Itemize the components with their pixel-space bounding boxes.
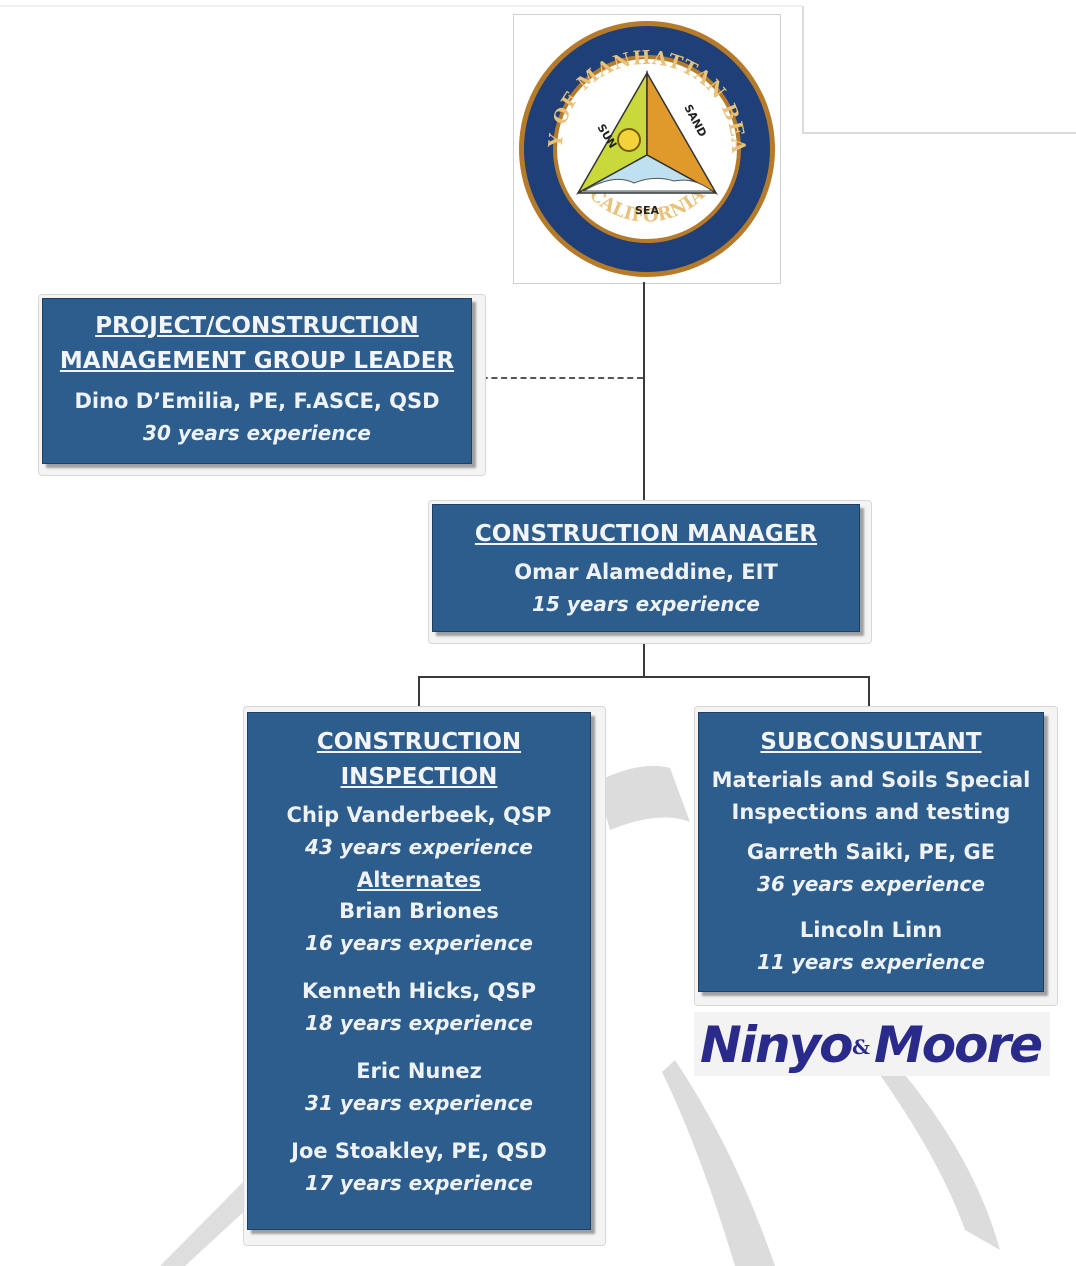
subconsultant-desc-line1: Materials and Soils Special <box>711 768 1031 792</box>
subconsultant-person-name: Lincoln Linn <box>799 918 943 942</box>
leader-title-line2: MANAGEMENT GROUP LEADER <box>59 348 455 374</box>
alternate-name: Joe Stoakley, PE, QSD <box>291 1139 547 1163</box>
alternates-label: Alternates <box>357 868 481 892</box>
svg-text:Ninyo: Ninyo <box>700 1016 852 1074</box>
construction-inspection-box: CONSTRUCTION INSPECTION Chip Vanderbeek,… <box>247 712 591 1230</box>
subconsultant-box: SUBCONSULTANT Materials and Soils Specia… <box>698 712 1044 992</box>
ninyo-moore-logo: Ninyo & Moore <box>694 1012 1050 1076</box>
connector-to-subconsultant <box>868 676 870 712</box>
leader-name: Dino D’Emilia, PE, F.ASCE, QSD <box>74 389 440 413</box>
leader-title-line1: PROJECT/CONSTRUCTION <box>95 313 419 339</box>
alternate-experience: 31 years experience <box>305 1091 533 1115</box>
subconsultant-desc-line2: Inspections and testing <box>731 800 1011 824</box>
group-leader-box: PROJECT/CONSTRUCTION MANAGEMENT GROUP LE… <box>42 298 472 464</box>
connector-seal-to-manager <box>643 282 645 504</box>
manager-experience: 15 years experience <box>532 592 760 616</box>
inspection-title-line1: CONSTRUCTION <box>316 729 522 755</box>
alternate-experience: 17 years experience <box>305 1171 533 1195</box>
manager-name: Omar Alameddine, EIT <box>514 560 778 584</box>
manager-title: CONSTRUCTION MANAGER <box>474 521 818 547</box>
alternate-experience: 18 years experience <box>305 1011 533 1035</box>
svg-text:Moore: Moore <box>874 1016 1041 1074</box>
alternate-name: Kenneth Hicks, QSP <box>302 979 536 1003</box>
connector-horizontal <box>418 676 870 678</box>
alternate-name: Brian Briones <box>339 899 499 923</box>
dashed-connector-leader <box>472 377 643 379</box>
city-seal-logo: CITY OF MANHATTAN BEACH CALIFORNIA SUN S… <box>505 0 781 284</box>
subconsultant-person-experience: 11 years experience <box>757 950 985 974</box>
alternate-name: Eric Nunez <box>356 1059 482 1083</box>
construction-manager-box: CONSTRUCTION MANAGER Omar Alameddine, EI… <box>432 504 860 632</box>
connector-manager-down <box>643 634 645 678</box>
svg-text:SEA: SEA <box>635 204 659 217</box>
subconsultant-title: SUBCONSULTANT <box>760 729 982 755</box>
subconsultant-person-experience: 36 years experience <box>757 872 985 896</box>
inspection-lead-experience: 43 years experience <box>305 835 533 859</box>
svg-text:&: & <box>852 1035 870 1059</box>
inspection-title-line2: INSPECTION <box>340 764 498 790</box>
alternate-experience: 16 years experience <box>305 931 533 955</box>
subconsultant-person-name: Garreth Saiki, PE, GE <box>746 840 996 864</box>
leader-experience: 30 years experience <box>143 421 371 445</box>
connector-to-inspection <box>418 676 420 712</box>
inspection-lead-name: Chip Vanderbeek, QSP <box>286 803 552 827</box>
